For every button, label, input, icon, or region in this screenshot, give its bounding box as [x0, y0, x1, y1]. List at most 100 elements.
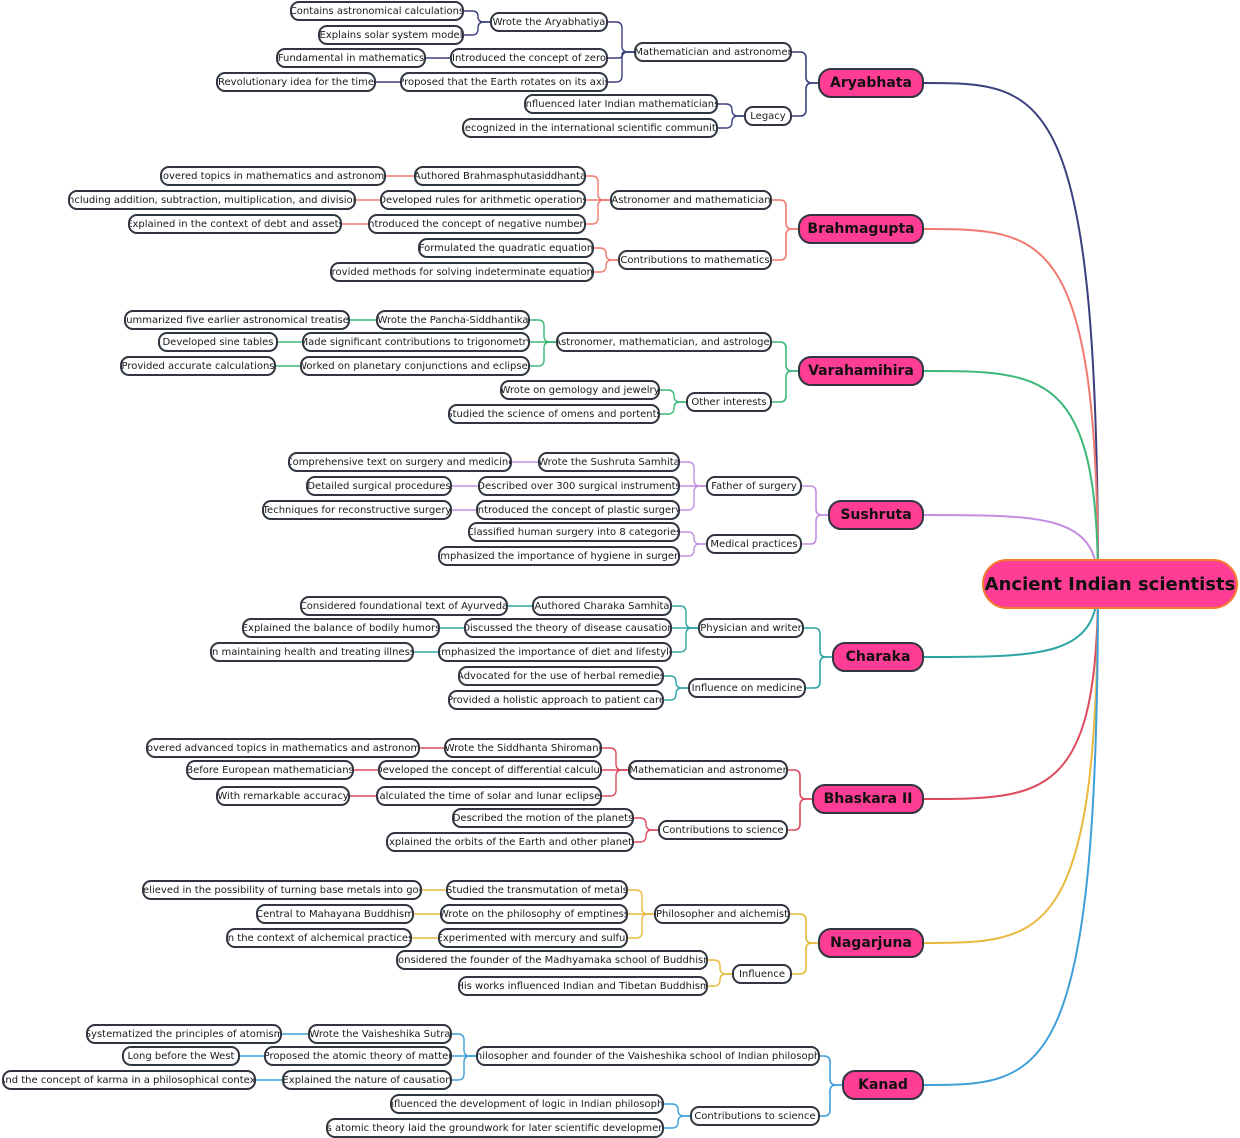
- item-wrote-the-siddhanta-shiromani[interactable]: Wrote the Siddhanta Shiromani: [444, 738, 602, 758]
- detail-developed-sine-tables[interactable]: Developed sine tables: [158, 332, 278, 352]
- item-authored-brahmasphutasiddhanta[interactable]: Authored Brahmasphutasiddhanta: [414, 166, 586, 186]
- subtopic-other-interests[interactable]: Other interests: [686, 392, 772, 412]
- item-advocated-for-the-use-of-herbal-remedies[interactable]: Advocated for the use of herbal remedies: [458, 666, 664, 686]
- item-proposed-the-atomic-theory-of-matter[interactable]: Proposed the atomic theory of matter: [264, 1046, 452, 1066]
- subtopic-contributions-to-science[interactable]: Contributions to science: [658, 820, 788, 840]
- detail-including-addition-subtraction-multiplic[interactable]: Including addition, subtraction, multipl…: [68, 190, 356, 210]
- item-influenced-later-indian-mathematicians[interactable]: Influenced later Indian mathematicians: [524, 94, 718, 114]
- detail-fundamental-in-mathematics[interactable]: Fundamental in mathematics: [276, 48, 426, 68]
- subtopic-contributions-to-science[interactable]: Contributions to science: [690, 1106, 820, 1126]
- topic-bhaskara-ii[interactable]: Bhaskara II: [812, 784, 924, 814]
- detail-in-the-context-of-alchemical-practices[interactable]: In the context of alchemical practices: [226, 928, 412, 948]
- item-calculated-the-time-of-solar-and-lunar-e[interactable]: Calculated the time of solar and lunar e…: [376, 786, 602, 806]
- item-provided-a-holistic-approach-to-patient-[interactable]: Provided a holistic approach to patient …: [448, 690, 664, 710]
- subtopic-medical-practices[interactable]: Medical practices: [706, 534, 802, 554]
- detail-systematized-the-principles-of-atomism[interactable]: Systematized the principles of atomism: [86, 1024, 282, 1044]
- item-experimented-with-mercury-and-sulfur[interactable]: Experimented with mercury and sulfur: [438, 928, 628, 948]
- item-worked-on-planetary-conjunctions-and-ecl[interactable]: Worked on planetary conjunctions and ecl…: [300, 356, 530, 376]
- item-wrote-the-aryabhatiya[interactable]: Wrote the Aryabhatiya: [490, 12, 608, 32]
- detail-techniques-for-reconstructive-surgery[interactable]: Techniques for reconstructive surgery: [262, 500, 452, 520]
- item-his-atomic-theory-laid-the-groundwork-fo[interactable]: His atomic theory laid the groundwork fo…: [326, 1118, 664, 1138]
- item-developed-rules-for-arithmetic-operation[interactable]: Developed rules for arithmetic operation…: [380, 190, 586, 210]
- detail-with-remarkable-accuracy[interactable]: With remarkable accuracy: [216, 786, 350, 806]
- subtopic-astronomer-mathematician-and-astrologer[interactable]: Astronomer, mathematician, and astrologe…: [556, 332, 772, 352]
- item-emphasized-the-importance-of-diet-and-li[interactable]: Emphasized the importance of diet and li…: [438, 642, 672, 662]
- subtopic-legacy[interactable]: Legacy: [744, 106, 792, 126]
- item-introduced-the-concept-of-zero[interactable]: Introduced the concept of zero: [450, 48, 608, 68]
- detail-central-to-mahayana-buddhism[interactable]: Central to Mahayana Buddhism: [256, 904, 414, 924]
- topic-aryabhata[interactable]: Aryabhata: [818, 68, 924, 98]
- detail-believed-in-the-possibility-of-turning-b[interactable]: Believed in the possibility of turning b…: [142, 880, 422, 900]
- subtopic-astronomer-and-mathematician[interactable]: Astronomer and mathematician: [610, 190, 772, 210]
- subtopic-philosopher-and-alchemist[interactable]: Philosopher and alchemist: [654, 904, 790, 924]
- topic-charaka[interactable]: Charaka: [832, 642, 924, 672]
- detail-and-the-concept-of-karma-in-a-philosophi[interactable]: And the concept of karma in a philosophi…: [2, 1070, 256, 1090]
- item-studied-the-science-of-omens-and-portent[interactable]: Studied the science of omens and portent…: [448, 404, 660, 424]
- detail-explained-the-balance-of-bodily-humors[interactable]: Explained the balance of bodily humors: [242, 618, 440, 638]
- topic-brahmagupta[interactable]: Brahmagupta: [798, 214, 924, 244]
- item-wrote-on-the-philosophy-of-emptiness[interactable]: Wrote on the philosophy of emptiness: [440, 904, 628, 924]
- topic-nagarjuna[interactable]: Nagarjuna: [818, 928, 924, 958]
- detail-summarized-five-earlier-astronomical-tre[interactable]: Summarized five earlier astronomical tre…: [124, 310, 350, 330]
- item-authored-charaka-samhita[interactable]: Authored Charaka Samhita: [532, 596, 672, 616]
- item-emphasized-the-importance-of-hygiene-in-[interactable]: Emphasized the importance of hygiene in …: [438, 546, 680, 566]
- detail-revolutionary-idea-for-the-time[interactable]: Revolutionary idea for the time: [216, 72, 376, 92]
- item-influenced-the-development-of-logic-in-i[interactable]: Influenced the development of logic in I…: [390, 1094, 664, 1114]
- root-topic[interactable]: Ancient Indian scientists: [982, 559, 1238, 609]
- detail-explains-solar-system-model[interactable]: Explains solar system model: [318, 25, 464, 45]
- group-link: [820, 1084, 842, 1117]
- item-wrote-the-sushruta-samhita[interactable]: Wrote the Sushruta Samhita: [538, 452, 680, 472]
- topic-varahamihira[interactable]: Varahamihira: [798, 356, 924, 386]
- item-wrote-on-gemology-and-jewelry[interactable]: Wrote on gemology and jewelry: [500, 380, 660, 400]
- item-explained-the-orbits-of-the-earth-and-ot[interactable]: Explained the orbits of the Earth and ot…: [386, 832, 634, 852]
- item-link: [634, 817, 658, 831]
- subtopic-contributions-to-mathematics[interactable]: Contributions to mathematics: [618, 250, 772, 270]
- item-introduced-the-concept-of-negative-numbe[interactable]: Introduced the concept of negative numbe…: [368, 214, 586, 234]
- detail-considered-foundational-text-of-ayurveda[interactable]: Considered foundational text of Ayurveda: [300, 596, 508, 616]
- item-link: [628, 913, 654, 939]
- topic-kanad[interactable]: Kanad: [842, 1070, 924, 1100]
- item-discussed-the-theory-of-disease-causatio[interactable]: Discussed the theory of disease causatio…: [464, 618, 672, 638]
- subtopic-influence[interactable]: Influence: [732, 964, 792, 984]
- item-proposed-that-the-earth-rotates-on-its-a[interactable]: Proposed that the Earth rotates on its a…: [400, 72, 608, 92]
- item-his-works-influenced-indian-and-tibetan-[interactable]: His works influenced Indian and Tibetan …: [458, 976, 708, 996]
- item-explained-the-nature-of-causation[interactable]: Explained the nature of causation: [282, 1070, 452, 1090]
- subtopic-philosopher-and-founder-of-the-vaisheshi[interactable]: Philosopher and founder of the Vaisheshi…: [476, 1046, 820, 1066]
- item-wrote-the-pancha-siddhantika[interactable]: Wrote the Pancha-Siddhantika: [376, 310, 530, 330]
- item-described-the-motion-of-the-planets[interactable]: Described the motion of the planets: [452, 808, 634, 828]
- topic-sushruta[interactable]: Sushruta: [828, 500, 924, 530]
- item-link: [708, 959, 732, 975]
- item-link: [718, 115, 744, 129]
- item-described-over-300-surgical-instruments[interactable]: Described over 300 surgical instruments: [478, 476, 680, 496]
- item-introduced-the-concept-of-plastic-surger[interactable]: Introduced the concept of plastic surger…: [476, 500, 680, 520]
- subtopic-mathematician-and-astronomer[interactable]: Mathematician and astronomer: [628, 760, 788, 780]
- detail-detailed-surgical-procedures[interactable]: Detailed surgical procedures: [306, 476, 452, 496]
- subtopic-influence-on-medicine[interactable]: Influence on medicine: [688, 678, 806, 698]
- item-classified-human-surgery-into-8-categori[interactable]: Classified human surgery into 8 categori…: [468, 522, 680, 542]
- item-developed-the-concept-of-differential-ca[interactable]: Developed the concept of differential ca…: [378, 760, 602, 780]
- detail-provided-accurate-calculations[interactable]: Provided accurate calculations: [120, 356, 276, 376]
- subtopic-physician-and-writer[interactable]: Physician and writer: [698, 618, 804, 638]
- item-wrote-the-vaisheshika-sutra[interactable]: Wrote the Vaisheshika Sutra: [308, 1024, 452, 1044]
- item-provided-methods-for-solving-indetermina[interactable]: Provided methods for solving indetermina…: [330, 262, 594, 282]
- item-recognized-in-the-international-scientif[interactable]: Recognized in the international scientif…: [462, 118, 718, 138]
- item-link: [608, 51, 634, 83]
- detail-before-european-mathematicians[interactable]: Before European mathematicians: [186, 760, 354, 780]
- detail-covered-advanced-topics-in-mathematics-a[interactable]: Covered advanced topics in mathematics a…: [146, 738, 420, 758]
- item-formulated-the-quadratic-equation[interactable]: Formulated the quadratic equation: [418, 238, 594, 258]
- detail-explained-in-the-context-of-debt-and-ass[interactable]: Explained in the context of debt and ass…: [128, 214, 342, 234]
- detail-long-before-the-west[interactable]: Long before the West: [122, 1046, 240, 1066]
- detail-covered-topics-in-mathematics-and-astron[interactable]: Covered topics in mathematics and astron…: [160, 166, 386, 186]
- detail-comprehensive-text-on-surgery-and-medici[interactable]: Comprehensive text on surgery and medici…: [288, 452, 512, 472]
- item-link: [608, 21, 634, 53]
- detail-contains-astronomical-calculations[interactable]: Contains astronomical calculations: [290, 1, 464, 21]
- subtopic-mathematician-and-astronomer[interactable]: Mathematician and astronomer: [634, 42, 792, 62]
- item-link: [708, 973, 732, 987]
- subtopic-father-of-surgery[interactable]: Father of surgery: [706, 476, 802, 496]
- detail-in-maintaining-health-and-treating-illne[interactable]: In maintaining health and treating illne…: [210, 642, 414, 662]
- item-made-significant-contributions-to-trigon[interactable]: Made significant contributions to trigon…: [302, 332, 530, 352]
- item-studied-the-transmutation-of-metals[interactable]: Studied the transmutation of metals: [446, 880, 628, 900]
- item-considered-the-founder-of-the-madhyamaka[interactable]: Considered the founder of the Madhyamaka…: [396, 950, 708, 970]
- item-link: [664, 1115, 690, 1129]
